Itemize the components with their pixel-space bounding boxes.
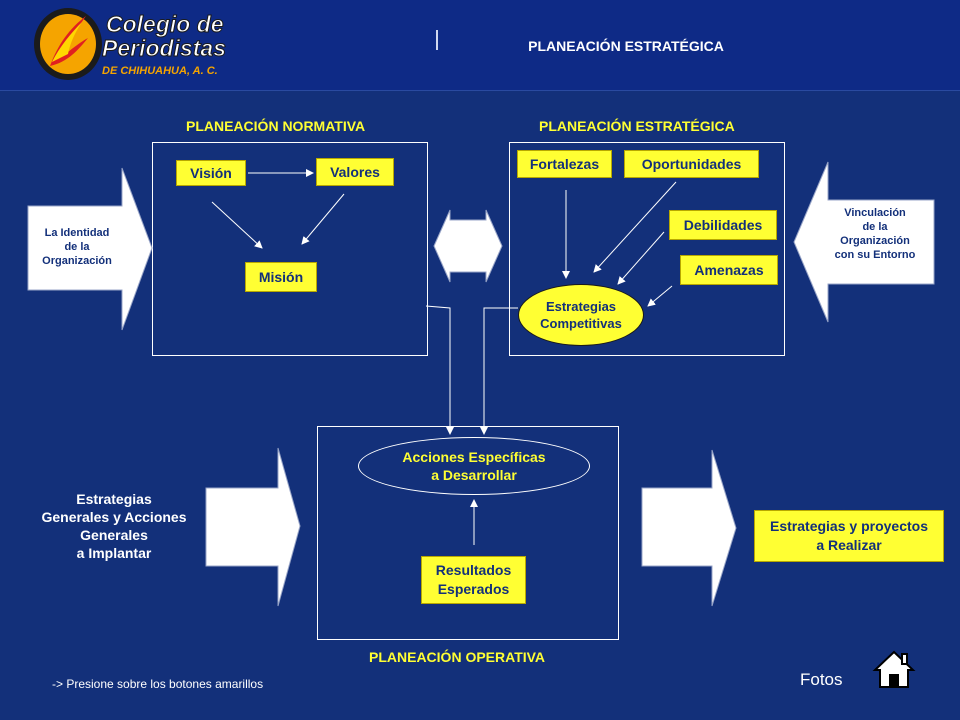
estrategica-panel — [509, 142, 785, 356]
operativa-title: PLANEACIÓN OPERATIVA — [369, 649, 546, 665]
right-block-arrow — [793, 161, 935, 323]
fortalezas-button[interactable]: Fortalezas — [517, 150, 612, 178]
bottom-left-block-arrow — [205, 447, 301, 607]
oportunidades-button[interactable]: Oportunidades — [624, 150, 759, 178]
svg-text:Colegio de: Colegio de — [106, 11, 224, 37]
amenazas-button[interactable]: Amenazas — [680, 255, 778, 285]
mision-button[interactable]: Misión — [245, 262, 317, 292]
left-block-arrow — [27, 167, 153, 331]
header-bar: Colegio de Periodistas DE CHIHUAHUA, A. … — [0, 0, 960, 91]
svg-text:Periodistas: Periodistas — [102, 35, 226, 61]
page-title: PLANEACIÓN ESTRATÉGICA — [528, 38, 724, 54]
normativa-panel — [152, 142, 428, 356]
fotos-link[interactable]: Fotos — [800, 670, 843, 689]
double-arrow — [433, 209, 503, 283]
normativa-title: PLANEACIÓN NORMATIVA — [186, 118, 366, 134]
bottom-right-block-arrow — [641, 449, 737, 607]
operativa-panel — [317, 426, 619, 640]
svg-text:DE CHIHUAHUA, A. C.: DE CHIHUAHUA, A. C. — [102, 65, 218, 77]
home-icon[interactable] — [872, 648, 916, 690]
logo: Colegio de Periodistas DE CHIHUAHUA, A. … — [28, 4, 268, 84]
instruction-note: -> Presione sobre los botones amarillos — [52, 677, 264, 691]
debilidades-button[interactable]: Debilidades — [669, 210, 777, 240]
estrategica-title: PLANEACIÓN ESTRATÉGICA — [539, 118, 735, 134]
vision-button[interactable]: Visión — [176, 160, 246, 186]
header-divider — [436, 30, 438, 50]
valores-button[interactable]: Valores — [316, 158, 394, 186]
